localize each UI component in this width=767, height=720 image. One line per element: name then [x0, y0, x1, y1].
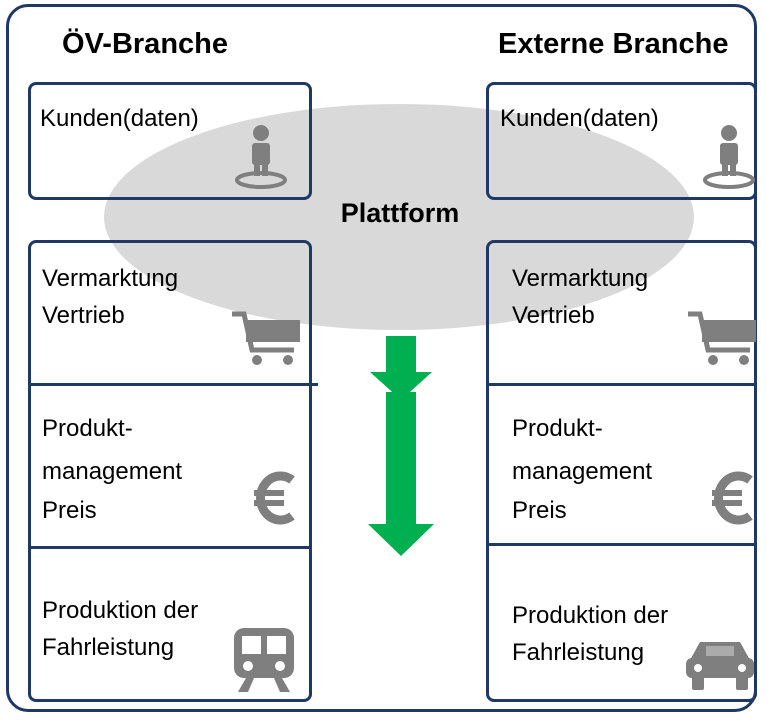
right-production-line2: Fahrleistung — [512, 639, 645, 666]
left-customer-box — [28, 82, 312, 200]
train-icon — [234, 628, 294, 692]
left-customer-label: Kunden(daten) — [40, 105, 199, 132]
right-process-box — [486, 240, 757, 702]
left-production-line1: Produktion der — [42, 597, 199, 624]
left-divider-1 — [28, 383, 318, 386]
platform-ellipse — [104, 104, 694, 330]
platform-label: Plattform — [340, 198, 460, 228]
double-arrow-down — [368, 336, 434, 556]
shopping-cart-icon — [688, 311, 756, 365]
right-divider-2 — [486, 543, 757, 546]
euro-icon — [712, 471, 753, 525]
left-product-line1: Produkt- — [42, 415, 133, 442]
right-divider-1 — [486, 383, 757, 386]
right-heading: Externe Branche — [498, 28, 729, 60]
car-icon — [686, 642, 754, 690]
right-marketing-line1: Vermarktung — [512, 265, 649, 292]
right-product-line3: Preis — [512, 497, 567, 524]
right-marketing-line2: Vertrieb — [512, 302, 595, 329]
person-icon — [703, 125, 755, 189]
left-marketing-line1: Vermarktung — [42, 265, 179, 292]
right-product-line2: management — [512, 458, 653, 485]
person-icon — [235, 125, 287, 189]
left-heading: ÖV-Branche — [62, 28, 228, 60]
shopping-cart-icon — [232, 311, 300, 365]
left-product-line3: Preis — [42, 497, 97, 524]
right-customer-box — [486, 82, 757, 200]
left-divider-2 — [28, 546, 312, 549]
euro-icon — [254, 471, 295, 525]
left-marketing-line2: Vertrieb — [42, 302, 125, 329]
right-customer-label: Kunden(daten) — [500, 105, 659, 132]
right-product-line1: Produkt- — [512, 415, 603, 442]
left-product-line2: management — [42, 458, 183, 485]
right-production-line1: Produktion der — [512, 602, 669, 629]
left-process-box — [28, 240, 312, 702]
left-production-line2: Fahrleistung — [42, 634, 175, 661]
